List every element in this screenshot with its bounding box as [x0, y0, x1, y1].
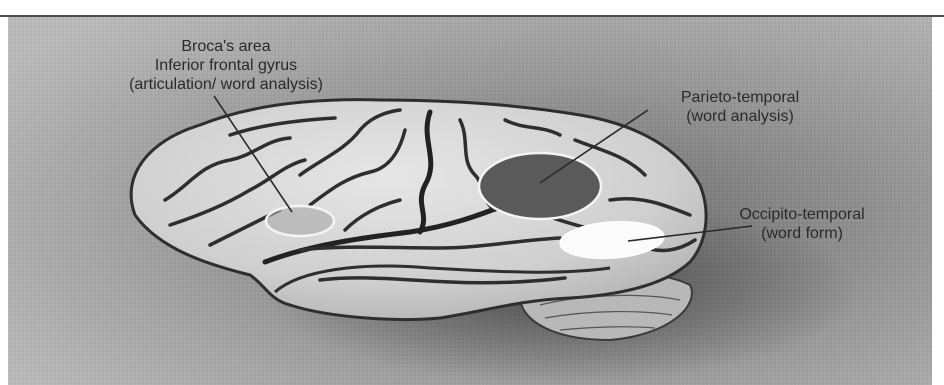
- broca-label-line2: Inferior frontal gyrus: [96, 56, 356, 75]
- broca-area-region: [266, 206, 334, 236]
- broca-label-line1: Broca's area: [96, 37, 356, 56]
- parieto-label-line2: (word analysis): [640, 107, 840, 126]
- parieto-label-line1: Parieto-temporal: [640, 88, 840, 107]
- broca-label: Broca's area Inferior frontal gyrus (art…: [96, 37, 356, 94]
- parieto-temporal-region: [479, 153, 601, 219]
- broca-label-line3: (articulation/ word analysis): [96, 75, 356, 94]
- occipito-label: Occipito-temporal (word form): [712, 205, 892, 243]
- occipito-label-line1: Occipito-temporal: [712, 205, 892, 224]
- parieto-label: Parieto-temporal (word analysis): [640, 88, 840, 126]
- occipito-label-line2: (word form): [712, 224, 892, 243]
